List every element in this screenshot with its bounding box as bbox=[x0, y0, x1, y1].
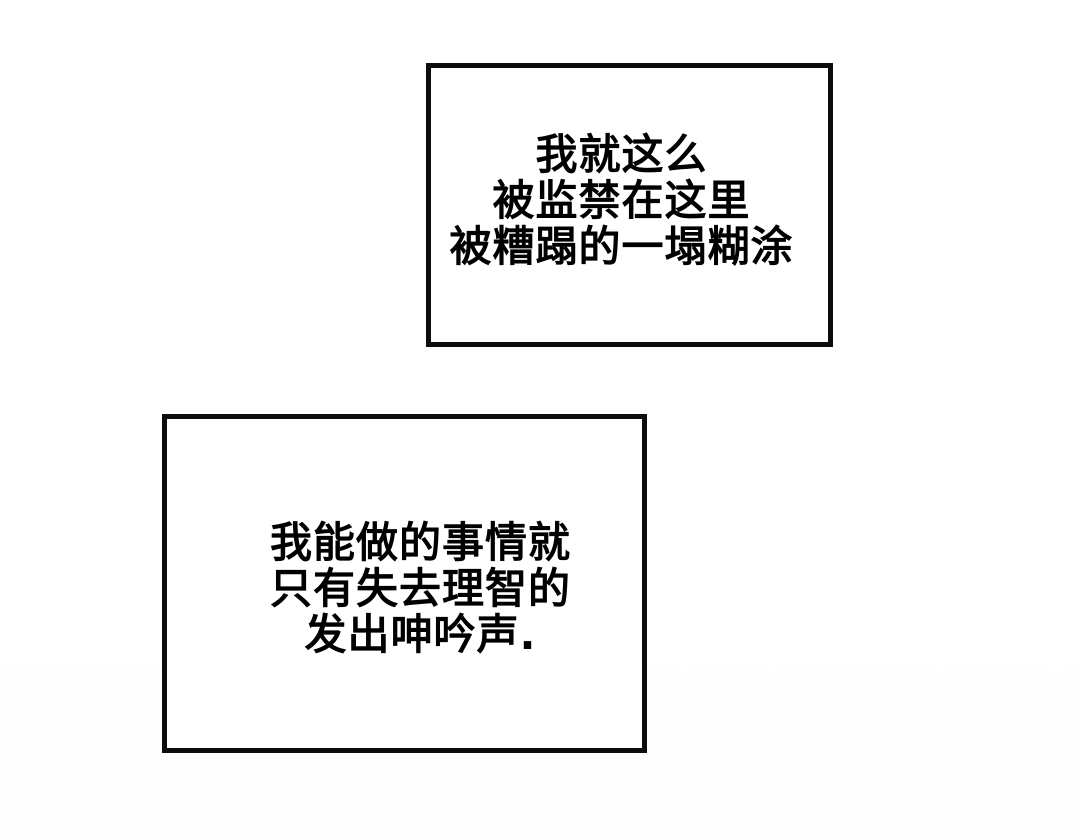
narration-line: 被监禁在这里 bbox=[492, 176, 751, 225]
narration-line: 我就这么 bbox=[535, 130, 708, 179]
narration-line: 只有失去理智的 bbox=[269, 563, 571, 613]
narration-line: 被糟蹋的一塌糊涂 bbox=[449, 222, 794, 271]
narration-box-2: 我能做的事情就 只有失去理智的 发出呻吟声. bbox=[162, 414, 647, 753]
narration-text-block-1: 我就这么 被监禁在这里 被糟蹋的一塌糊涂 bbox=[449, 132, 793, 270]
narration-text-block-2: 我能做的事情就 只有失去理智的 发出呻吟声. bbox=[269, 517, 571, 659]
narration-line: 我能做的事情就 bbox=[269, 517, 571, 567]
narration-box-1: 我就这么 被监禁在这里 被糟蹋的一塌糊涂 bbox=[426, 63, 833, 347]
narration-line: 发出呻吟声. bbox=[304, 609, 537, 659]
